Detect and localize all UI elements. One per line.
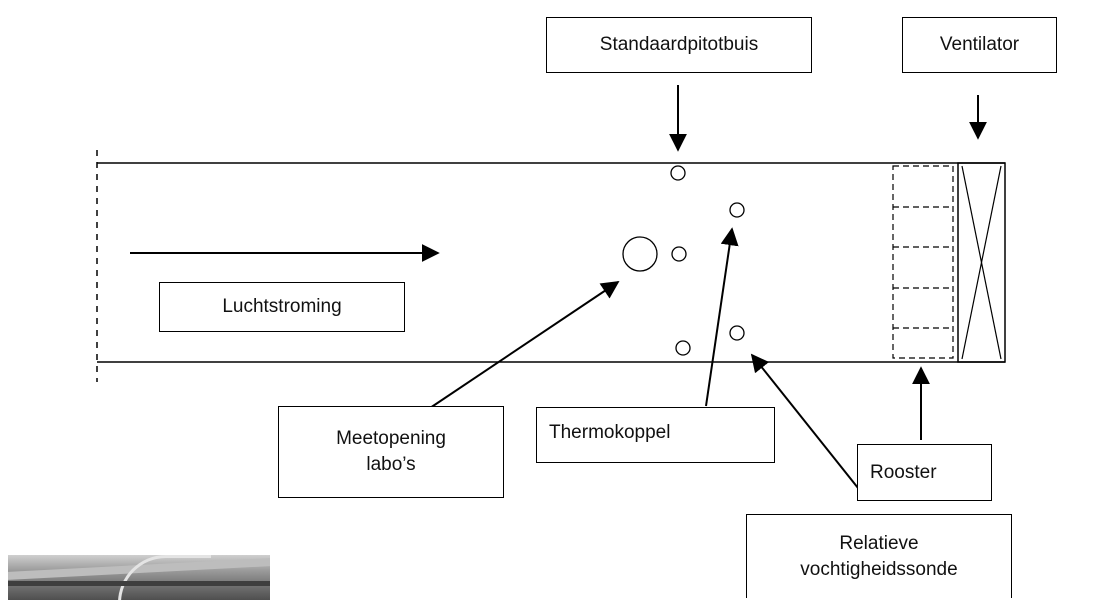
standaardpitotbuis-label: Standaardpitotbuis	[599, 34, 759, 56]
ventilator-cross	[961, 165, 1002, 360]
ventilator-fan-box	[957, 162, 1006, 363]
thermokoppel-label-box: Thermokoppel	[536, 407, 775, 463]
ventilator-label: Ventilator	[939, 34, 1020, 56]
humidity-callout-arrow	[750, 353, 859, 489]
bottom-opening	[675, 340, 691, 356]
rooster-label: Rooster	[870, 461, 937, 483]
meetopening-callout-arrow	[429, 280, 620, 409]
rooster-grid	[892, 165, 954, 359]
luchtstroming-label: Luchtstroming	[222, 296, 342, 318]
wind-tunnel-photo	[8, 555, 270, 600]
thermocouple-opening	[729, 202, 745, 218]
standaardpitotbuis-label-box: Standaardpitotbuis	[546, 17, 812, 73]
thermokoppel-callout-arrow	[705, 227, 739, 407]
luchtstroming-label-box: Luchtstroming	[159, 282, 405, 332]
vochtigheidssonde-label: Relatieve vochtigheidssonde	[800, 532, 958, 580]
ventilator-label-box: Ventilator	[902, 17, 1057, 73]
pitot-opening	[670, 165, 686, 181]
thermokoppel-label: Thermokoppel	[549, 422, 671, 443]
humidity-opening	[729, 325, 745, 341]
rooster-label-box: Rooster	[857, 444, 992, 501]
lab-measuring-opening	[622, 236, 658, 272]
vochtigheidssonde-label-box: Relatieve vochtigheidssonde	[746, 514, 1012, 598]
meetopening-label-box: Meetopening labo’s	[278, 406, 504, 498]
meetopening-label: Meetopening labo’s	[336, 428, 446, 475]
side-opening	[671, 246, 687, 262]
